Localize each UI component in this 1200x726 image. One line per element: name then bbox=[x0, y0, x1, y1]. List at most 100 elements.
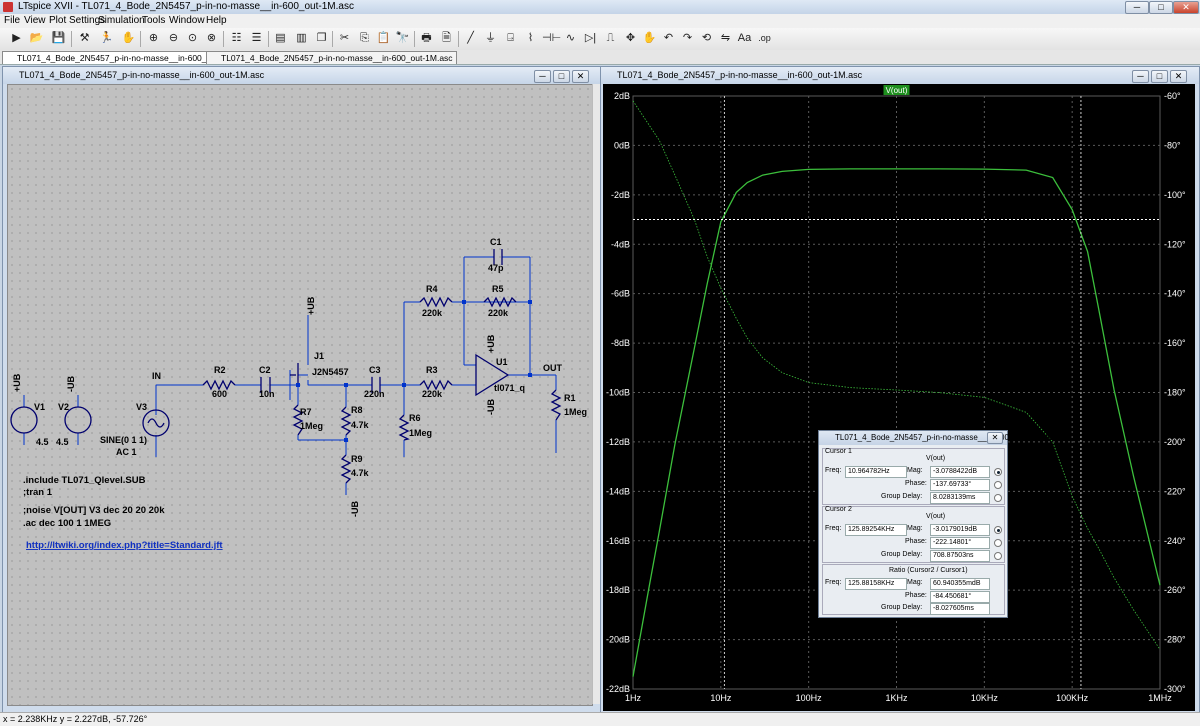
ratio-heading: Ratio (Cursor2 / Cursor1) bbox=[889, 567, 968, 574]
plot-minimize-button[interactable]: ─ bbox=[1132, 70, 1149, 83]
rotate-icon[interactable]: ⟲ bbox=[701, 32, 712, 44]
move-icon[interactable]: ✥ bbox=[625, 32, 636, 44]
autorange-icon[interactable]: ☷ bbox=[231, 32, 242, 44]
svg-text:R8: R8 bbox=[351, 405, 363, 415]
y-tick-label-left: -22dB bbox=[606, 684, 630, 694]
tab-plot[interactable]: TL071_4_Bode_2N5457_p-in-no-masse__in-60… bbox=[206, 51, 457, 64]
svg-text:220k: 220k bbox=[422, 308, 443, 318]
ground-icon[interactable]: ⏚ bbox=[485, 32, 496, 44]
schematic-maximize-button[interactable]: □ bbox=[553, 70, 570, 83]
svg-text:R7: R7 bbox=[300, 407, 312, 417]
new-schematic-icon[interactable]: ▶ bbox=[12, 32, 21, 44]
diode-icon[interactable]: ▷| bbox=[584, 32, 597, 44]
autorange-y-icon[interactable]: ☰ bbox=[251, 32, 262, 44]
plot-maximize-button[interactable]: □ bbox=[1151, 70, 1168, 83]
redo-icon[interactable]: ↷ bbox=[682, 32, 693, 44]
schematic-scrollbar[interactable] bbox=[592, 84, 601, 704]
y-tick-label-right: -260° bbox=[1164, 585, 1186, 595]
maximize-button[interactable]: □ bbox=[1149, 1, 1173, 14]
copy-icon[interactable]: ⎘ bbox=[360, 32, 369, 44]
label-net-icon[interactable]: ⍈ bbox=[507, 32, 514, 44]
cursor2-freq-field[interactable]: 125.89254KHz bbox=[845, 524, 907, 536]
svg-text:R2: R2 bbox=[214, 365, 226, 375]
magnitude-trace bbox=[632, 168, 1161, 677]
mirror-icon[interactable]: ⇋ bbox=[720, 32, 731, 44]
drag-icon[interactable]: ✋ bbox=[642, 32, 657, 44]
svg-text:R3: R3 bbox=[426, 365, 438, 375]
menu-bar: File View Plot Settings Simulation Tools… bbox=[0, 14, 1200, 28]
schematic-drawing: +UB V1 4.5 -UB V2 4.5 IN V3 SINE(0 1 1) … bbox=[10, 237, 587, 551]
schematic-minimize-button[interactable]: ─ bbox=[534, 70, 551, 83]
paste-icon[interactable]: 📋 bbox=[376, 32, 391, 44]
open-icon[interactable]: 📂 bbox=[29, 32, 44, 44]
save-icon[interactable]: 💾 bbox=[51, 32, 66, 44]
x-tick-label: 10KHz bbox=[971, 693, 999, 703]
menu-tools[interactable]: Tools bbox=[142, 15, 166, 26]
menu-window[interactable]: Window bbox=[169, 15, 205, 26]
halt-icon[interactable]: ✋ bbox=[121, 32, 136, 44]
text-icon[interactable]: Aa bbox=[737, 32, 752, 44]
cursor2-phase-field: -222.14801° bbox=[930, 537, 990, 549]
svg-text:;tran 1: ;tran 1 bbox=[23, 487, 53, 498]
cascade-icon[interactable]: ❐ bbox=[316, 32, 327, 44]
zoom-out-icon[interactable]: ⊖ bbox=[168, 32, 179, 44]
spice-directive-icon[interactable]: .op bbox=[758, 33, 771, 43]
cursor1-mag-radio[interactable] bbox=[994, 468, 1002, 476]
status-bar: x = 2.238KHz y = 2.227dB, -57.726° bbox=[0, 712, 1200, 726]
tile-horizontal-icon[interactable]: ▤ bbox=[275, 32, 286, 44]
cursor1-trace: V(out) bbox=[926, 455, 946, 462]
component-icon[interactable]: ⎍ bbox=[606, 32, 615, 44]
zoom-in-icon[interactable]: ⊕ bbox=[148, 32, 159, 44]
print-icon[interactable]: 🖶 bbox=[421, 32, 432, 44]
inductor-icon[interactable]: ∿ bbox=[565, 32, 576, 44]
zoom-full-icon[interactable]: ⊙ bbox=[187, 32, 198, 44]
cursor2-phase-radio[interactable] bbox=[994, 539, 1002, 547]
zoom-cancel-icon[interactable]: ⊗ bbox=[206, 32, 217, 44]
wire-icon[interactable]: ╱ bbox=[467, 32, 474, 44]
svg-text:+UB: +UB bbox=[486, 334, 496, 353]
menu-plot-settings[interactable]: Plot Settings bbox=[49, 15, 106, 26]
run-icon[interactable]: 🏃 bbox=[99, 32, 114, 44]
y-tick-label-left: -20dB bbox=[606, 635, 630, 645]
cursor-dialog-close-button[interactable]: ✕ bbox=[987, 432, 1003, 444]
cursor1-phase-radio[interactable] bbox=[994, 481, 1002, 489]
schematic-close-button[interactable]: ✕ bbox=[572, 70, 589, 83]
svg-text:J2N5457: J2N5457 bbox=[312, 367, 349, 377]
cursor2-gd-radio[interactable] bbox=[994, 552, 1002, 560]
y-tick-label-left: -4dB bbox=[611, 239, 630, 249]
cursor2-group bbox=[822, 506, 1005, 563]
print-preview-icon[interactable]: 🗎 bbox=[442, 32, 451, 44]
menu-file[interactable]: File bbox=[4, 15, 21, 26]
find-icon[interactable]: 🔭 bbox=[395, 32, 410, 44]
cut-icon[interactable]: ✂ bbox=[339, 32, 350, 44]
cursor-dialog-caption: TL071_4_Bode_2N5457_p-in-no-masse__in-60… bbox=[819, 431, 1053, 445]
tile-vertical-icon[interactable]: ▥ bbox=[296, 32, 307, 44]
menu-view[interactable]: View bbox=[24, 15, 46, 26]
menu-help[interactable]: Help bbox=[206, 15, 227, 26]
ratio-mag-field: 60.940355mdB bbox=[930, 578, 990, 590]
junction-dots bbox=[296, 300, 532, 442]
svg-text:V2: V2 bbox=[58, 402, 69, 412]
control-panel-icon[interactable]: ⚒ bbox=[79, 32, 90, 44]
toolbar: ▶ 📂 💾 ⚒ 🏃 ✋ ⊕ ⊖ ⊙ ⊗ ☷ ☰ ▤ ▥ ❐ ✂ ⎘ 📋 🔭 🖶 … bbox=[0, 28, 1200, 51]
y-tick-label-right: -200° bbox=[1164, 437, 1186, 447]
ratio-phase-field: -84.450681° bbox=[930, 591, 990, 603]
plot-close-button[interactable]: ✕ bbox=[1170, 70, 1187, 83]
cursor1-freq-field[interactable]: 10.964782Hz bbox=[845, 466, 907, 478]
minimize-button[interactable]: ─ bbox=[1125, 1, 1149, 14]
schematic-canvas[interactable]: +UB V1 4.5 -UB V2 4.5 IN V3 SINE(0 1 1) … bbox=[7, 84, 593, 706]
resistor-icon[interactable]: ⌇ bbox=[527, 32, 534, 44]
undo-icon[interactable]: ↶ bbox=[663, 32, 674, 44]
y-tick-label-right: -120° bbox=[1164, 239, 1186, 249]
cursor1-gd-radio[interactable] bbox=[994, 494, 1002, 502]
svg-text:1Meg: 1Meg bbox=[564, 407, 587, 417]
capacitor-icon[interactable]: ⊣⊢ bbox=[542, 32, 562, 44]
menu-simulation[interactable]: Simulation bbox=[98, 15, 145, 26]
trace-label-bg bbox=[883, 85, 910, 95]
svg-text:1Meg: 1Meg bbox=[300, 421, 323, 431]
close-button[interactable]: ✕ bbox=[1173, 1, 1199, 14]
y-tick-label-left: 2dB bbox=[614, 91, 630, 101]
svg-text:OUT: OUT bbox=[543, 363, 563, 373]
cursor2-mag-radio[interactable] bbox=[994, 526, 1002, 534]
cursor-dialog[interactable]: TL071_4_Bode_2N5457_p-in-no-masse__in-60… bbox=[818, 430, 1053, 618]
